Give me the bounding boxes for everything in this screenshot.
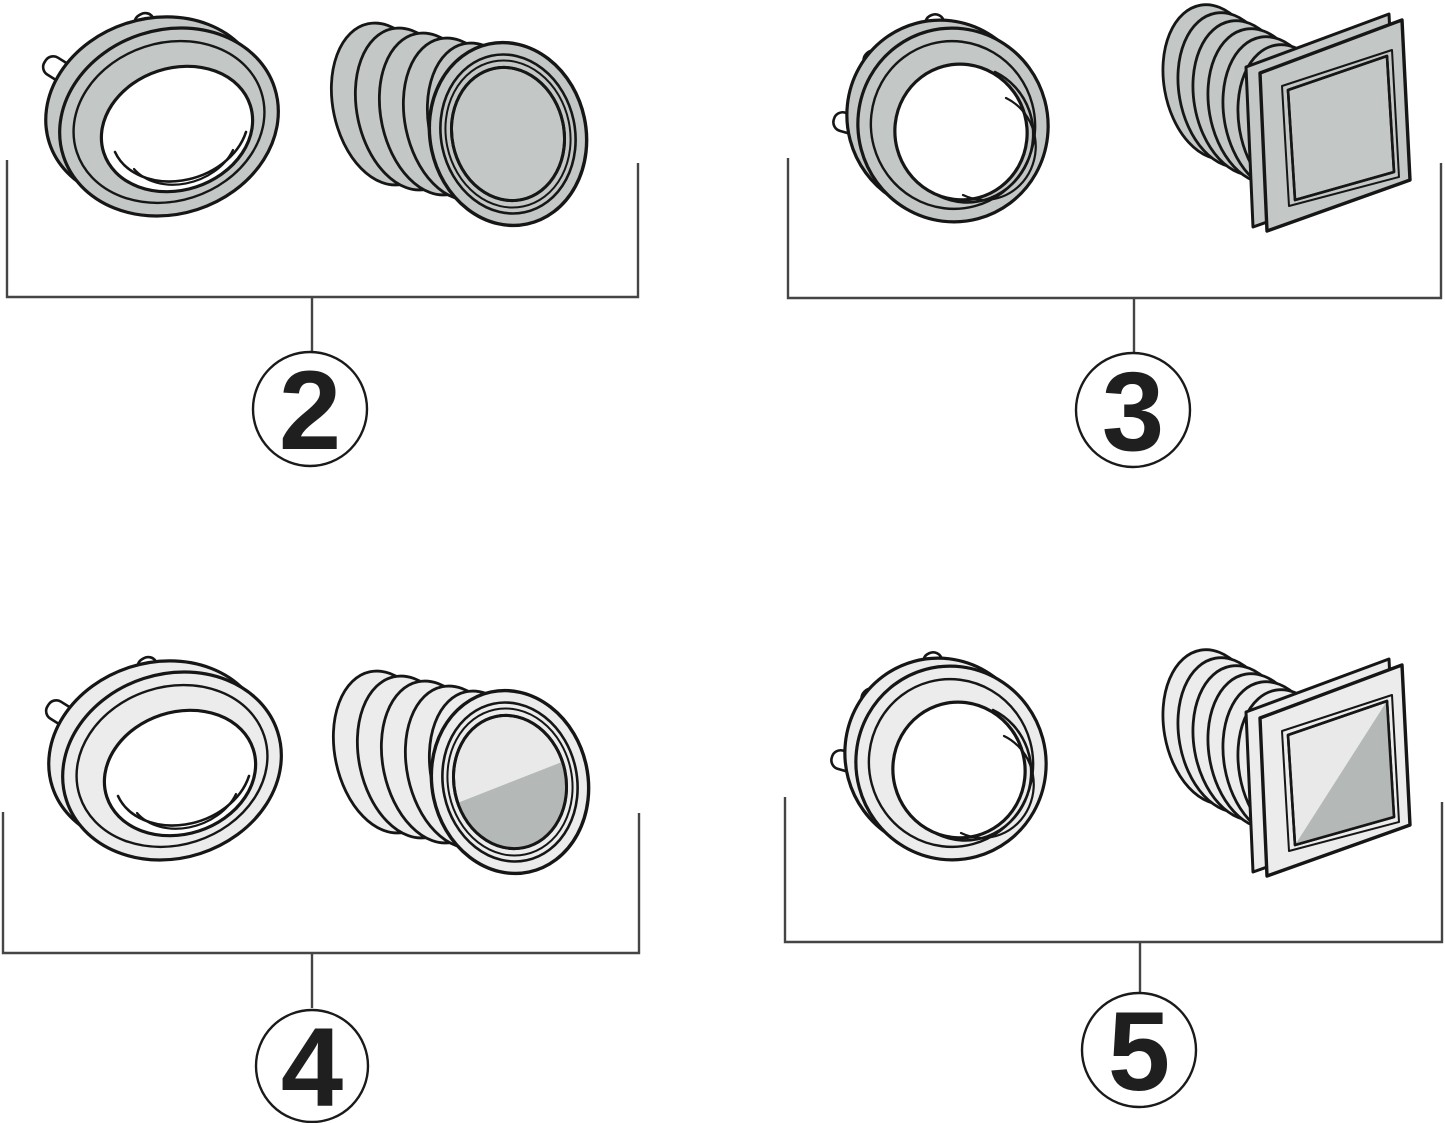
callout-5-label: 5 [1108, 989, 1170, 1114]
callout-5: 5 [1080, 989, 1198, 1114]
kit-4-illustration [22, 631, 606, 890]
callout-bracket-2 [5, 160, 640, 351]
lock-ring-4 [22, 631, 308, 890]
callout-5-circle [1080, 991, 1198, 1109]
callout-3: 3 [1074, 349, 1192, 474]
barrel-square-3 [1149, 0, 1412, 233]
lock-ring-3 [823, 0, 1072, 245]
callout-bracket-3 [786, 158, 1443, 352]
callout-2-label: 2 [279, 348, 341, 473]
callout-4: 4 [254, 1005, 370, 1123]
callout-4-circle [254, 1008, 370, 1123]
callout-4-label: 4 [281, 1005, 343, 1123]
kit-5-illustration [821, 635, 1412, 883]
barrel-round-2 [317, 13, 603, 240]
callout-bracket-4 [1, 812, 641, 1008]
barrel-round-4 [319, 661, 605, 888]
callout-3-circle [1074, 351, 1192, 469]
callout-2: 2 [251, 348, 369, 473]
kit-3-illustration [823, 0, 1412, 245]
barrel-square-5 [1149, 639, 1412, 878]
callout-2-circle [251, 350, 369, 468]
callout-bracket-5 [783, 797, 1444, 992]
callout-3-label: 3 [1102, 349, 1164, 474]
lock-ring-5 [821, 635, 1070, 883]
lock-ring-2 [19, 0, 305, 246]
kit-2-illustration [19, 0, 604, 246]
